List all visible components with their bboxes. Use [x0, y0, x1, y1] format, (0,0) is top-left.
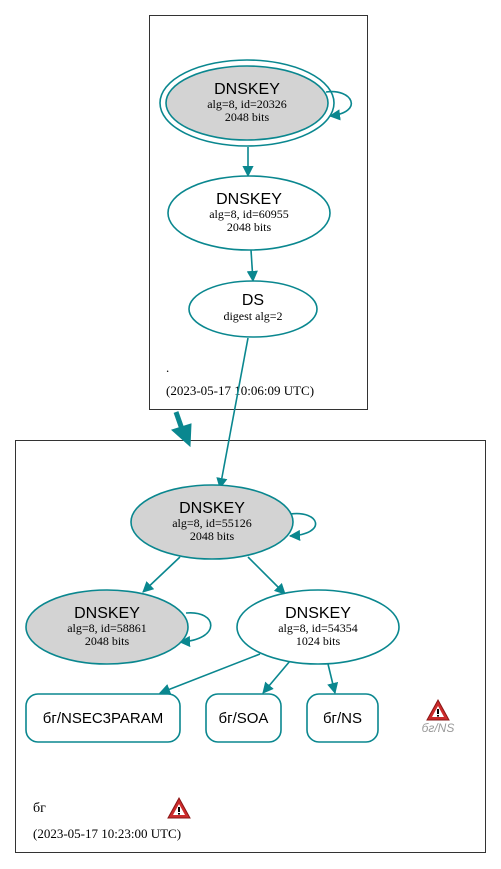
edge-ds-bg-ksk [216, 337, 249, 490]
node-rr-ns[interactable]: бг/NS [306, 693, 379, 743]
rr-ns-label: бг/NS [323, 710, 362, 727]
root-ksk-alg: alg=8, id=20326 [207, 97, 287, 111]
root-ksk-bits: 2048 bits [225, 110, 270, 124]
bg-ksk-title: DNSKEY [179, 500, 245, 517]
root-zone-name: . [166, 360, 169, 375]
root-zone-cluster [149, 15, 368, 410]
edge-zone-delegation [171, 411, 192, 448]
root-zsk-alg: alg=8, id=60955 [209, 207, 289, 221]
root-zsk-bits: 2048 bits [227, 220, 272, 234]
node-rr-nsec3param[interactable]: бг/NSEC3PARAM [25, 693, 181, 743]
rr-nsec3param-label: бг/NSEC3PARAM [43, 710, 163, 727]
root-ds-title: DS [242, 292, 264, 309]
node-root-zsk[interactable]: DNSKEY alg=8, id=60955 2048 bits [167, 175, 331, 251]
edge-root-ksk-self [325, 90, 352, 121]
bg-key2-alg: alg=8, id=58861 [67, 621, 147, 635]
edge-zsk-nsec3param [158, 653, 261, 695]
bg-key2-title: DNSKEY [74, 605, 140, 622]
root-zsk-title: DNSKEY [216, 191, 282, 208]
bg-zsk-title: DNSKEY [285, 605, 351, 622]
edge-zsk-soa [262, 660, 291, 694]
node-root-ksk[interactable]: DNSKEY alg=8, id=20326 2048 bits [159, 59, 335, 147]
edges [142, 90, 352, 695]
bg-key2-bits: 2048 bits [85, 634, 130, 648]
zone-warning-icon[interactable] [167, 796, 191, 819]
child-zone-timestamp: (2023-05-17 10:23:00 UTC) [33, 826, 181, 841]
root-ds-digest: digest alg=2 [223, 309, 282, 323]
edge-zsk-ns [327, 663, 339, 695]
ns-warning-label: бг/NS [422, 721, 455, 735]
node-bg-zsk[interactable]: DNSKEY alg=8, id=54354 1024 bits [236, 589, 400, 665]
bg-ksk-alg: alg=8, id=55126 [172, 516, 252, 530]
root-ksk-title: DNSKEY [214, 81, 280, 98]
edge-bg-ksk-key2 [142, 556, 181, 593]
ns-warning[interactable]: бг/NS [422, 698, 455, 735]
node-root-ds[interactable]: DS digest alg=2 [188, 280, 318, 338]
rr-soa-label: бг/SOA [219, 710, 269, 727]
edge-root-zsk-ds [246, 249, 258, 283]
edge-bg-ksk-self [288, 512, 317, 542]
child-zone-name: бг [33, 801, 46, 816]
edge-bg-key2-self [178, 612, 212, 648]
node-rr-soa[interactable]: бг/SOA [205, 693, 282, 743]
node-bg-ksk[interactable]: DNSKEY alg=8, id=55126 2048 bits [130, 484, 294, 560]
edge-bg-ksk-zsk [247, 556, 286, 595]
bg-zsk-bits: 1024 bits [296, 634, 341, 648]
bg-ksk-bits: 2048 bits [190, 529, 235, 543]
warning-triangle-icon [426, 698, 450, 721]
root-zone-timestamp: (2023-05-17 10:06:09 UTC) [166, 383, 314, 398]
bg-zsk-alg: alg=8, id=54354 [278, 621, 358, 635]
child-zone-cluster [15, 440, 486, 853]
node-bg-key2[interactable]: DNSKEY alg=8, id=58861 2048 bits [25, 589, 189, 665]
